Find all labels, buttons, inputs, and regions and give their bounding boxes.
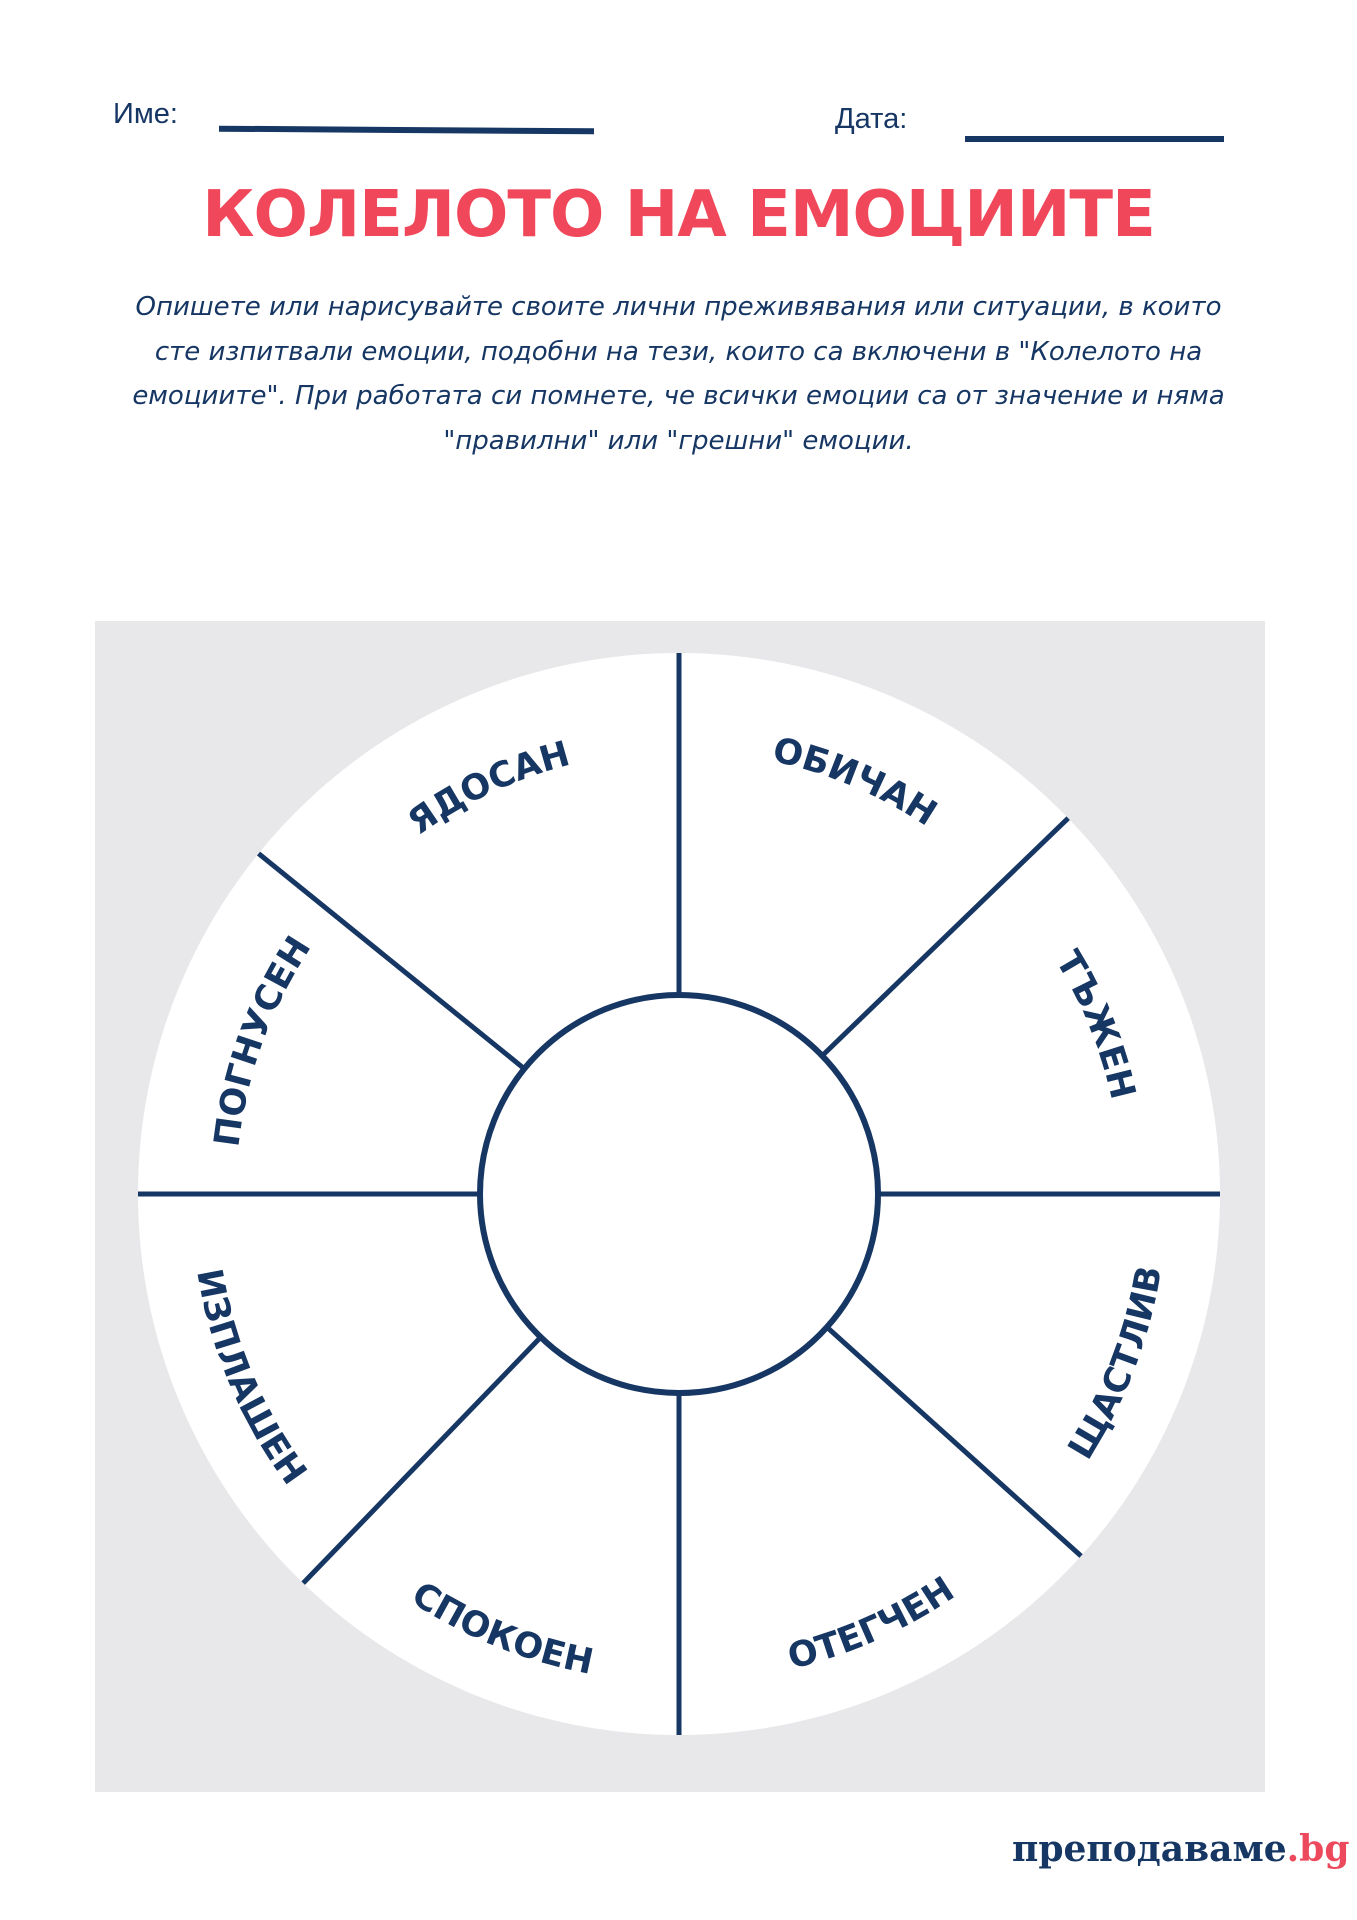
name-label: Име: [113,98,178,130]
logo: преподаваме.bg [1012,1828,1350,1870]
sector-divider [820,816,1070,1058]
sector-divider [825,1325,1083,1558]
sector-divider [301,1335,543,1585]
inner-circle[interactable] [477,992,881,1396]
logo-main: преподаваме [1012,1828,1287,1870]
logo-suffix: .bg [1286,1828,1350,1870]
page-title: КОЛЕЛОТО НА ЕМОЦИИТЕ [202,178,1156,252]
instructions-text: Опишете или нарисувайте своите лични пре… [132,292,1225,456]
date-field-line[interactable] [965,136,1224,142]
sector-divider [256,851,526,1071]
date-label: Дата: [835,103,908,135]
